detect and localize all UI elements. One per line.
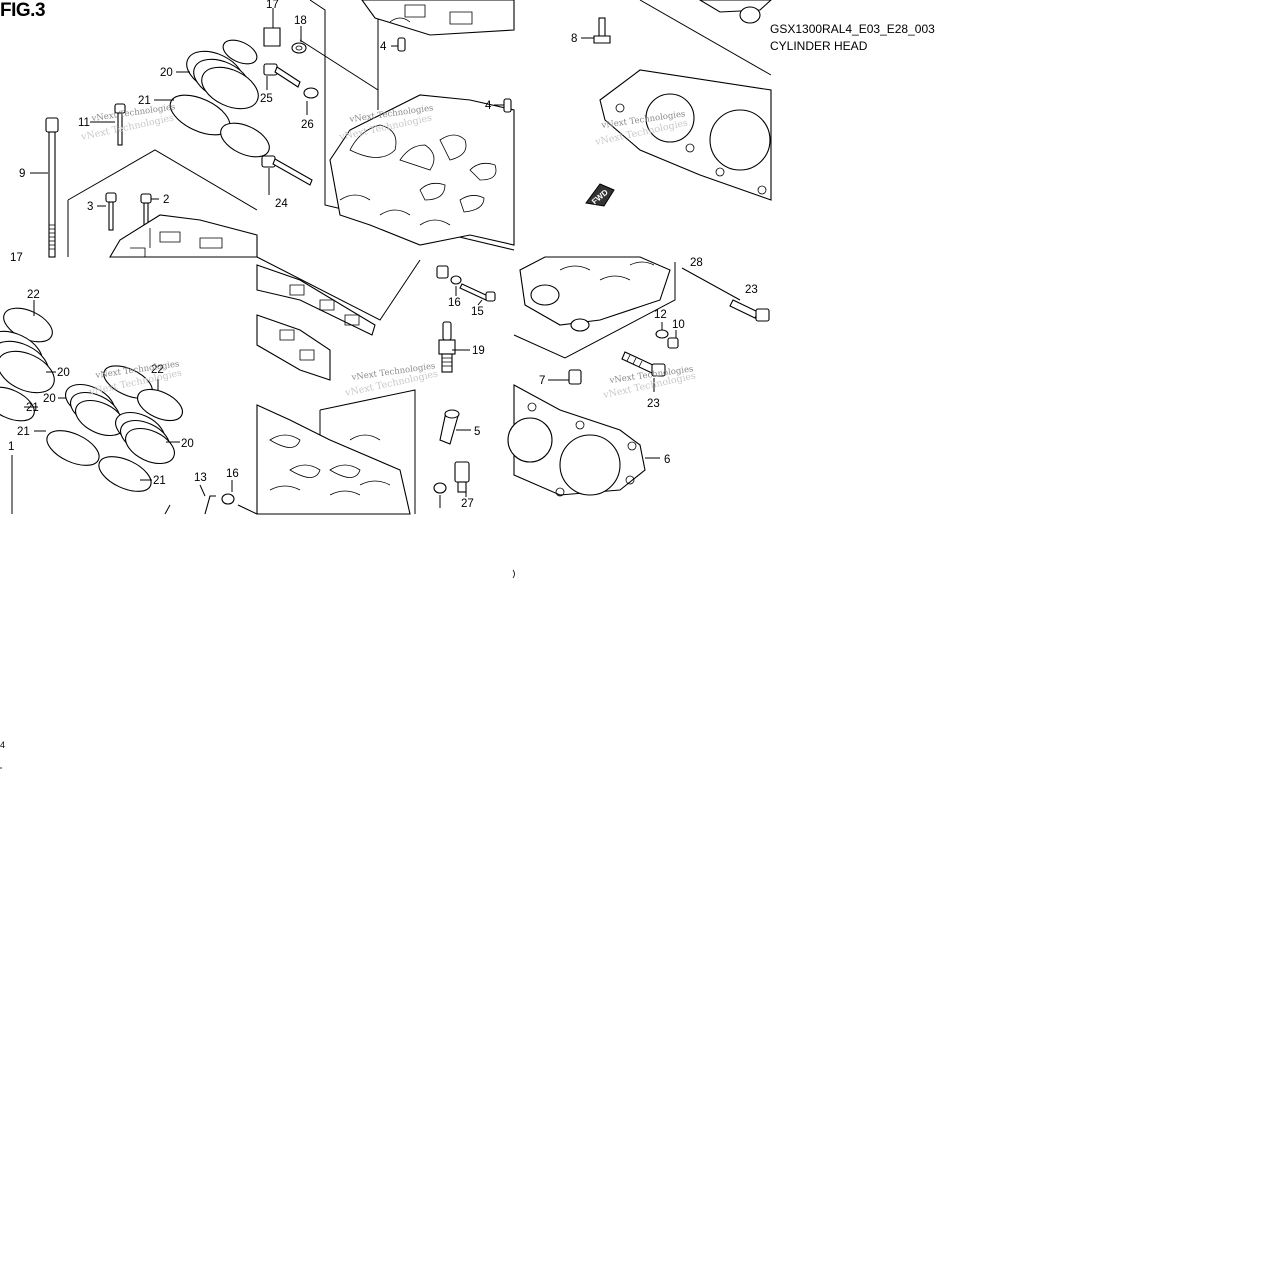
tile-middle-right: 28 23 12 10 7 23 6 vNext Technologies vN…: [507, 256, 770, 497]
callout-3: 3: [87, 201, 93, 213]
dowel-pin-part: [568, 369, 582, 385]
callout-20: 20: [181, 438, 194, 450]
cylinder-head-part: [329, 94, 515, 246]
bolt-part: [729, 299, 770, 322]
cylinder-head-cover-part: [109, 214, 258, 258]
valve-part: [439, 409, 460, 445]
callout-26: 26: [301, 119, 314, 131]
stray-fragment: [512, 569, 515, 579]
assembly-bracket-line: [513, 262, 741, 359]
callout-27: 27: [461, 498, 474, 510]
callout-1: 1: [8, 441, 14, 453]
callout-15: 15: [471, 306, 484, 318]
camshaft-housing-part: [361, 0, 515, 36]
callout-6: 6: [664, 454, 670, 466]
washer-part: [221, 493, 235, 505]
callout-2: 2: [163, 194, 169, 206]
clamp-part: [222, 39, 258, 65]
callout-16: 16: [226, 468, 239, 480]
camshaft-housing-part: [256, 264, 376, 336]
sensor-part: [454, 461, 470, 493]
cylinder-head-part: [698, 0, 772, 13]
callout-4: 4: [485, 100, 492, 112]
cylinder-head-part: [256, 404, 411, 515]
washer-part: [655, 329, 669, 339]
callout-5: 5: [474, 426, 480, 438]
callout-18: 18: [294, 15, 307, 27]
forward-arrow-icon: FWD: [585, 183, 615, 207]
clamp-part: [137, 388, 183, 422]
bolt-part: [667, 337, 679, 349]
spark-plug-part: [438, 321, 456, 373]
tile-top-center: 17 18 4 25 26 4 24 vNext Technologies vN…: [260, 0, 515, 251]
callout-19: 19: [472, 345, 485, 357]
tile-middle-left: 22 20 20 22 21 21 20 1 21 13 16 vNext Te…: [0, 289, 258, 515]
bolt-part: [621, 351, 666, 377]
washer-part: [291, 42, 307, 54]
callout-20: 20: [43, 393, 56, 405]
bolt-part: [261, 155, 313, 186]
clamp-part: [220, 122, 270, 158]
callout-13: 13: [194, 472, 207, 484]
callout-21: 21: [153, 475, 166, 487]
camshaft-housing-part: [256, 314, 331, 381]
callout-12: 12: [654, 309, 667, 321]
callout-22: 22: [27, 289, 40, 301]
callout-16: 16: [448, 297, 461, 309]
callout-4: 4: [380, 41, 387, 53]
bolt-part: [105, 192, 117, 231]
washer-part: [450, 275, 462, 285]
callout-20: 20: [57, 367, 70, 379]
tile-top-right: FWD 8 vNext Technologies vNext Technolog…: [571, 0, 772, 207]
callout-8: 8: [571, 33, 577, 45]
callout-10: 10: [672, 319, 685, 331]
callout-21: 21: [26, 402, 39, 414]
tile-top-left: 20 21 11 9 3 2 17 vNext Technologies vNe…: [10, 39, 270, 264]
callout-24: 24: [275, 198, 288, 210]
callout-23: 23: [745, 284, 758, 296]
bolt-part: [459, 283, 496, 302]
callout-21: 21: [138, 95, 151, 107]
intake-pipe-part: [0, 330, 55, 394]
cylinder-head-part: [519, 256, 671, 326]
callout-21: 21: [17, 426, 30, 438]
diagram-code: GSX1300RAL4_E03_E28_003: [770, 22, 935, 36]
clamp-part: [46, 430, 100, 466]
intake-pipe-part: [115, 411, 175, 465]
clamp-part: [0, 386, 35, 422]
bolt-part: [114, 103, 126, 146]
clamp-part: [98, 456, 152, 492]
bolt-part: [263, 63, 301, 88]
callout-11: 11: [78, 117, 90, 129]
intake-pipe-part: [186, 50, 259, 110]
diagram-name: CYLINDER HEAD: [770, 39, 868, 53]
callout-25: 25: [260, 93, 273, 105]
tile-center: 16 15 19 5 27 vNext Technologies vNext T…: [256, 256, 496, 515]
stray-callout-4: 4: [0, 740, 5, 750]
callout-17: 17: [266, 0, 279, 11]
callout-28: 28: [690, 257, 703, 269]
callout-9: 9: [19, 168, 25, 180]
callout-22: 22: [151, 364, 164, 376]
callout-17: 17: [10, 252, 23, 264]
callout-23: 23: [647, 398, 660, 410]
intake-pipe-part: [65, 383, 125, 437]
washer-part: [433, 482, 447, 494]
sleeve-part: [436, 265, 449, 279]
dowel-pin-part: [503, 98, 512, 113]
washer-part: [303, 87, 319, 99]
stud-bolt-part: [45, 117, 59, 258]
figure-title: FIG.3: [0, 0, 46, 21]
plug-part: [263, 27, 281, 47]
pipe-part: [204, 495, 216, 515]
callout-7: 7: [539, 375, 545, 387]
callout-20: 20: [160, 67, 173, 79]
dowel-pin-part: [397, 37, 406, 52]
assembly-bracket-line: [67, 149, 258, 211]
bolt-part: [237, 504, 258, 515]
bolt-part: [593, 17, 611, 44]
